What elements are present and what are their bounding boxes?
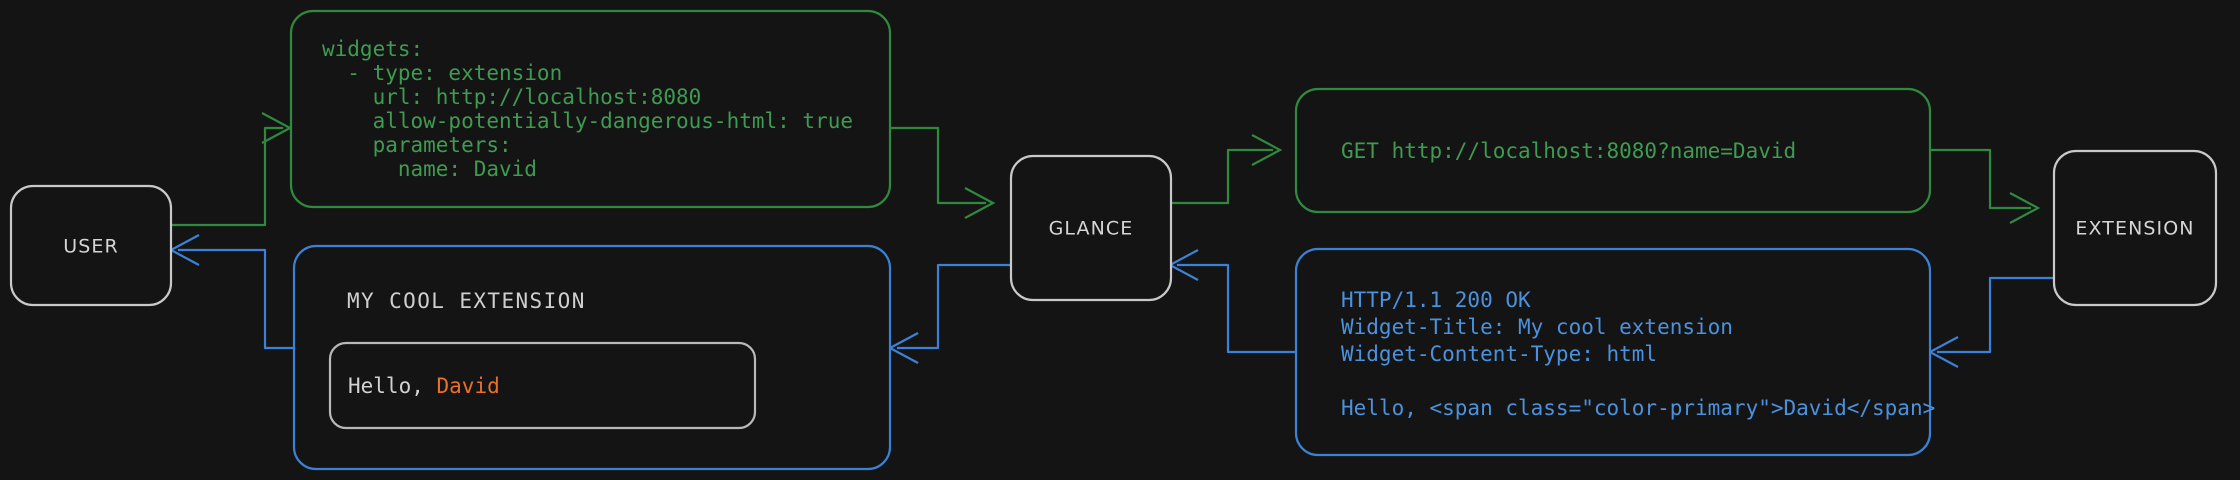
arrowhead-icon bbox=[2009, 192, 2041, 224]
edge-extension-to-response bbox=[1927, 276, 2055, 368]
node-glance-box[interactable] bbox=[1009, 154, 1173, 302]
node-user-box[interactable] bbox=[9, 184, 173, 307]
node-glance-label: GLANCE bbox=[1049, 218, 1134, 240]
config-line-0: widgets: bbox=[322, 37, 423, 61]
config-line-5: name: David bbox=[322, 157, 537, 181]
panel-config-yaml[interactable]: widgets: - type: extension url: http://l… bbox=[289, 9, 892, 209]
node-extension-label: EXTENSION bbox=[2075, 218, 2194, 240]
edge-widget-to-user bbox=[168, 234, 294, 350]
panel-http-request-box[interactable] bbox=[1294, 87, 1932, 214]
config-line-3: allow-potentially-dangerous-html: true bbox=[322, 109, 853, 133]
config-line-1: - type: extension bbox=[322, 61, 562, 85]
arrowhead-icon bbox=[964, 187, 996, 219]
http-response-line-1: Widget-Title: My cool extension bbox=[1341, 315, 1733, 339]
arrowhead-icon bbox=[1251, 134, 1283, 166]
widget-greeting-accent: David bbox=[437, 374, 500, 398]
http-request-line-0: GET http://localhost:8080?name=David bbox=[1341, 139, 1796, 163]
http-response-line-0: HTTP/1.1 200 OK bbox=[1341, 288, 1531, 312]
widget-content-box bbox=[328, 341, 757, 430]
widget-title-label: MY COOL EXTENSION bbox=[347, 289, 586, 313]
panel-http-request[interactable]: GET http://localhost:8080?name=David bbox=[1294, 87, 1932, 214]
panel-http-response-box[interactable] bbox=[1294, 247, 1932, 457]
node-extension[interactable]: EXTENSION bbox=[2052, 149, 2218, 307]
edge-user-to-config bbox=[169, 112, 293, 227]
node-extension-box[interactable] bbox=[2052, 149, 2218, 307]
node-glance[interactable]: GLANCE bbox=[1009, 154, 1173, 302]
http-response-line-4: Hello, <span class="color-primary">David… bbox=[1341, 396, 1935, 420]
widget-greeting: Hello, David bbox=[348, 374, 500, 398]
widget-greeting-prefix: Hello, bbox=[348, 374, 437, 398]
edge-glance-to-request bbox=[1169, 134, 1283, 205]
edge-glance-to-widget bbox=[887, 263, 1012, 364]
config-line-2: url: http://localhost:8080 bbox=[322, 85, 701, 109]
panel-config-yaml-box[interactable] bbox=[289, 9, 892, 209]
config-line-4: parameters: bbox=[322, 133, 512, 157]
panel-http-response[interactable]: HTTP/1.1 200 OK Widget-Title: My cool ex… bbox=[1294, 247, 1935, 457]
node-user[interactable]: USER bbox=[9, 184, 173, 307]
node-user-label: USER bbox=[63, 236, 119, 258]
http-response-line-2: Widget-Content-Type: html bbox=[1341, 342, 1657, 366]
panel-rendered-widget[interactable]: MY COOL EXTENSION Hello, David bbox=[292, 244, 892, 471]
edge-config-to-glance bbox=[888, 126, 996, 219]
edge-request-to-extension bbox=[1929, 148, 2041, 224]
edge-response-to-glance bbox=[1167, 249, 1296, 354]
